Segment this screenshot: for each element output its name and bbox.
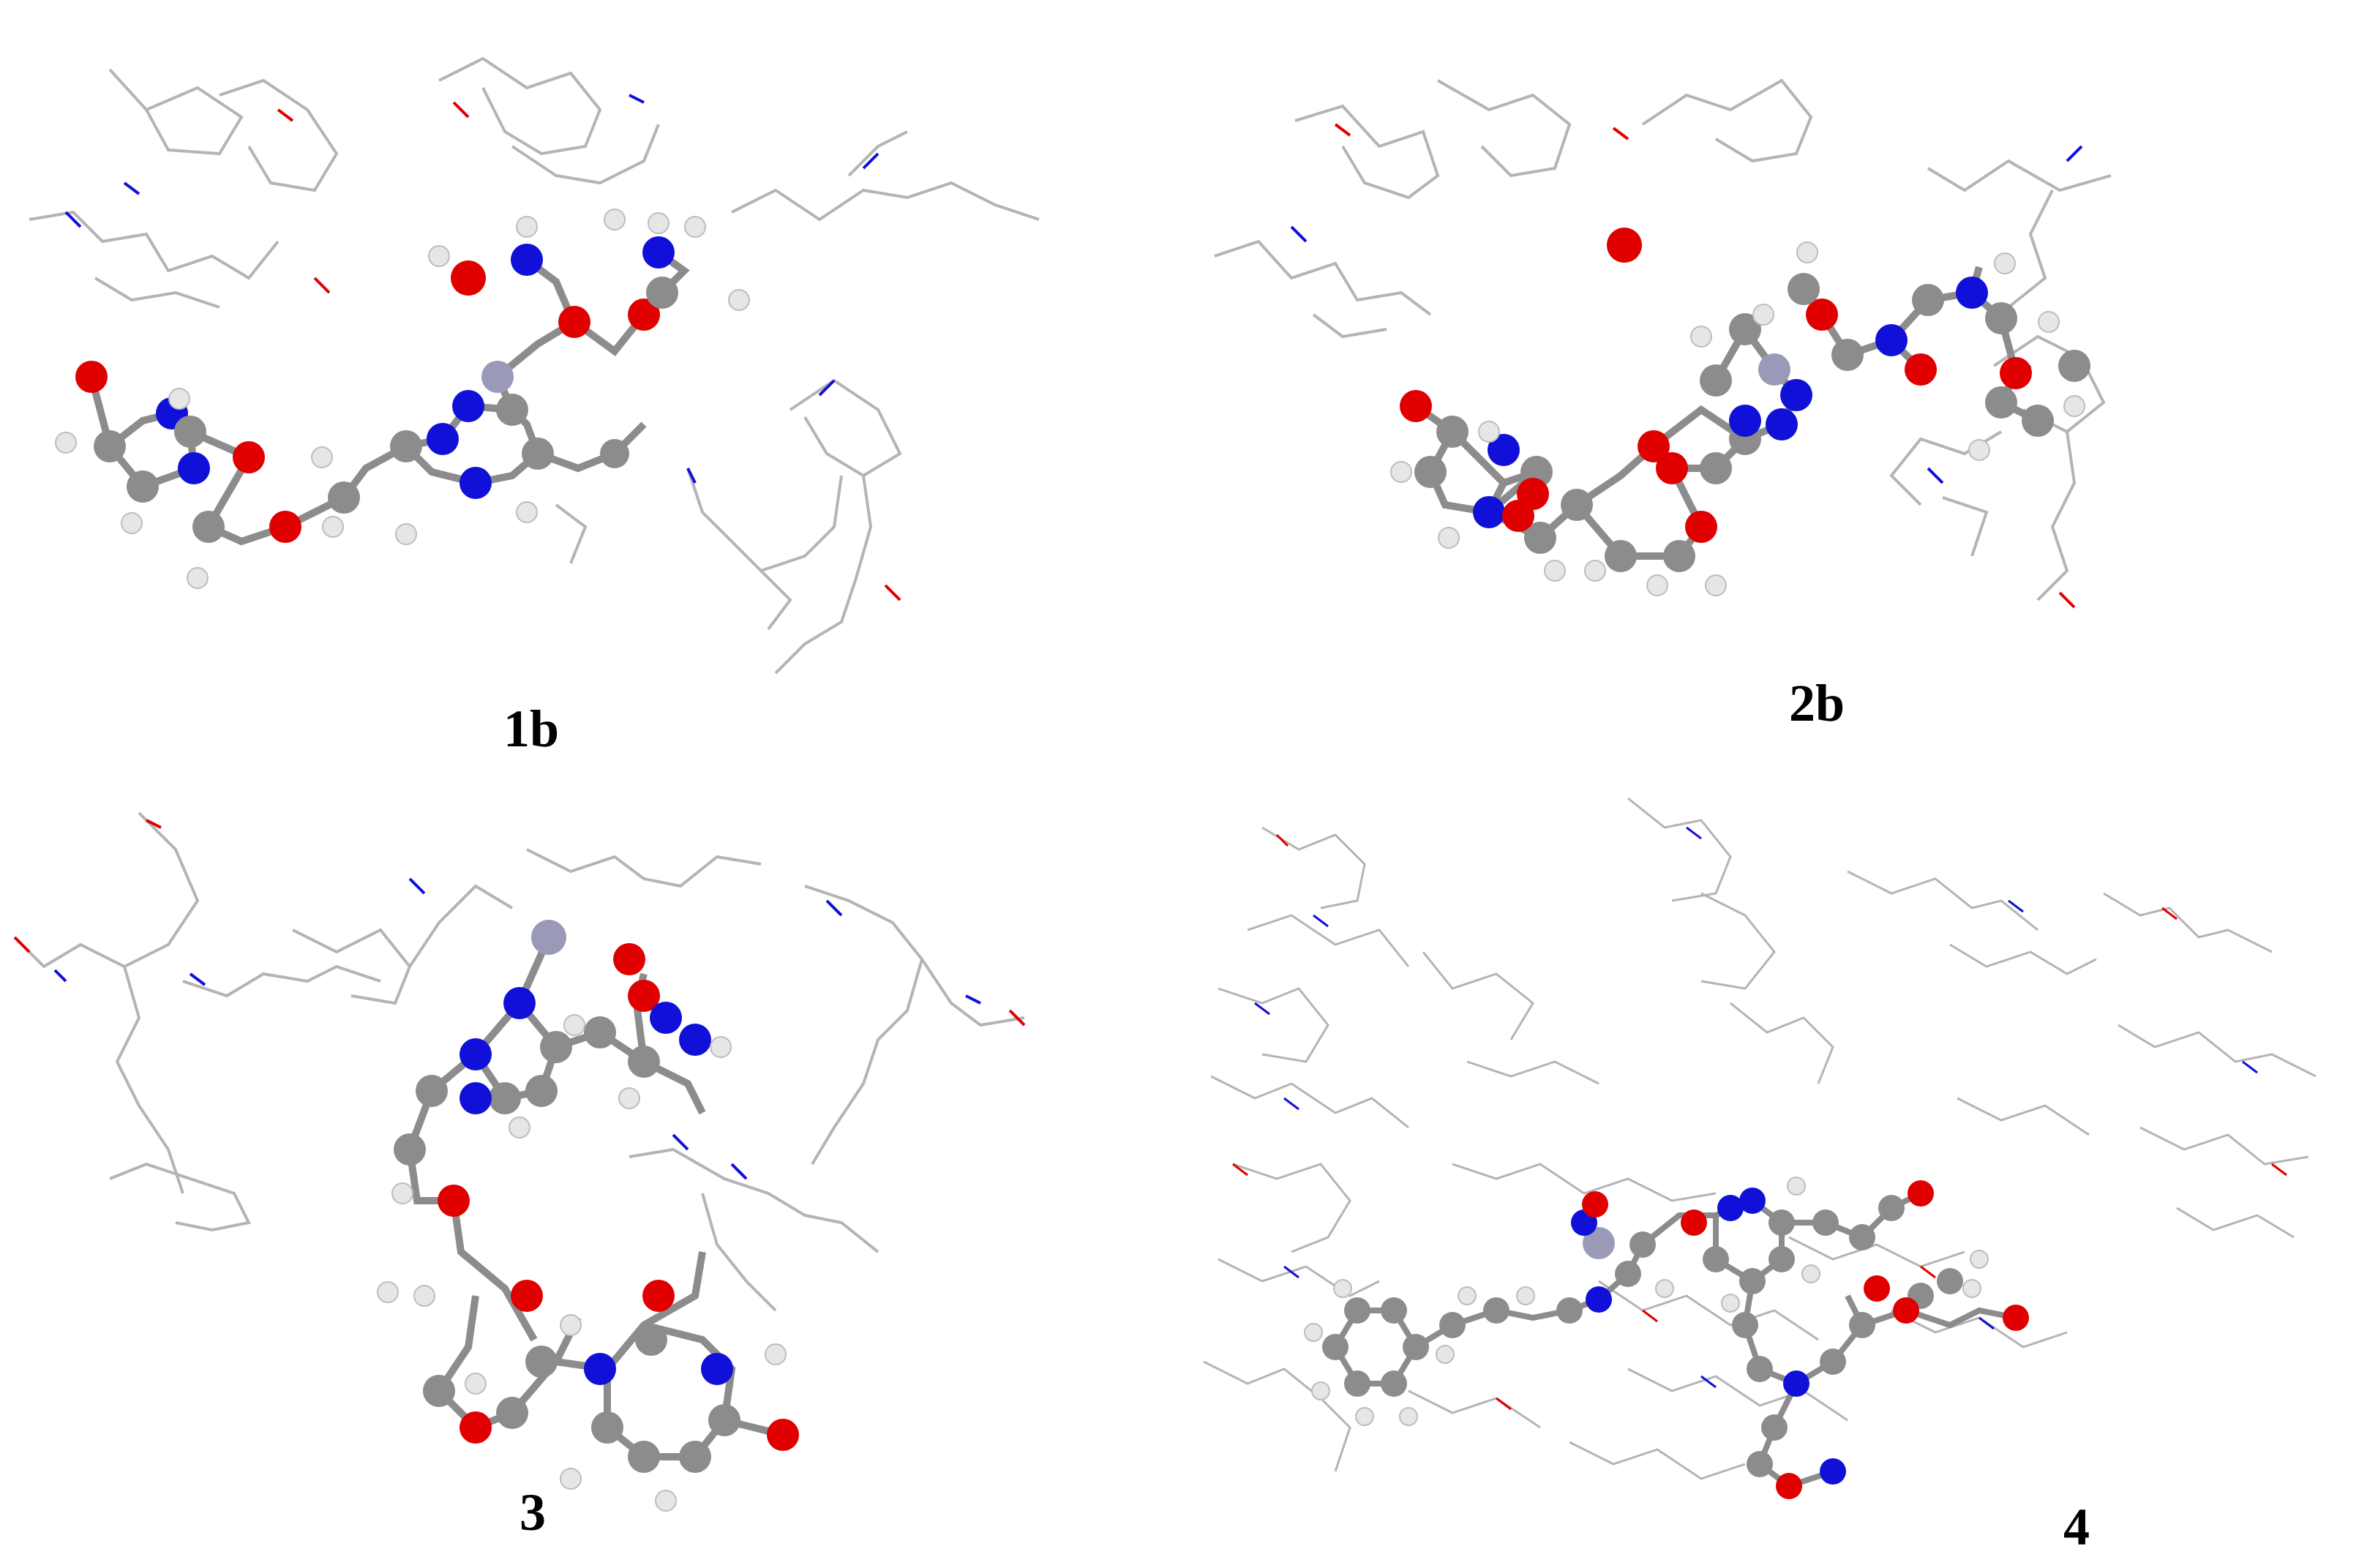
molecule-structure-2b [1214,78,2112,609]
wire-heteroatoms [1232,826,2287,1411]
molecule-structure-1b [29,56,1040,675]
panel-label: 2b [1789,674,1845,732]
wireframe-residues [29,56,1040,675]
atoms [1304,1177,2029,1499]
panel-2b: 2b [1189,0,2378,784]
wireframe-residues [1203,797,2317,1480]
atoms [55,209,750,589]
wireframe-residues [13,811,1025,1312]
wireframe-residues [1214,78,2112,601]
panel-label: 3 [520,1483,546,1542]
panel-label: 4 [2063,1498,2090,1556]
atoms [1390,228,2090,596]
atoms [377,920,799,1512]
panel-3: 3 [0,784,1189,1567]
wire-heteroatoms [64,94,901,601]
panel-label: 1b [503,699,560,758]
molecule-structure-4 [1203,797,2317,1499]
molecule-structure-3 [13,811,1026,1512]
ball-stick-bonds [1332,1190,2017,1490]
panel-4: 4 [1189,784,2378,1567]
wire-heteroatoms [13,819,1026,1180]
panel-1b: 1b [0,0,1189,784]
